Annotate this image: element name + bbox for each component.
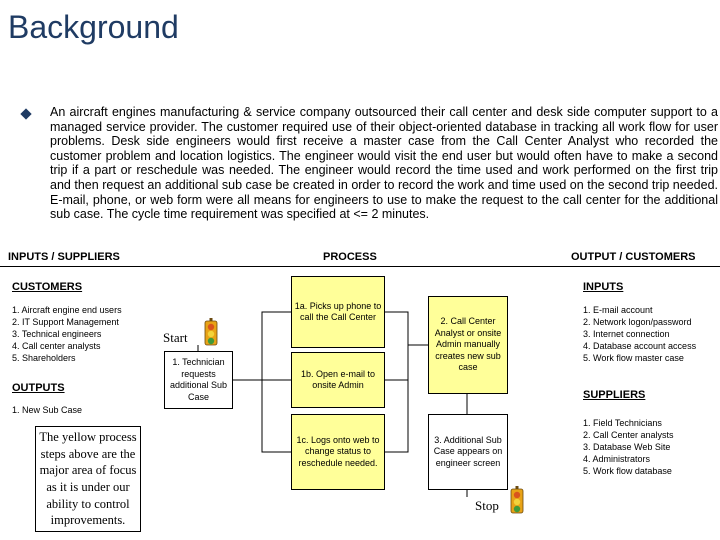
- outputs-list: 1. New Sub Case: [12, 404, 152, 416]
- stop-label: Stop: [475, 498, 499, 513]
- start-label: Start: [163, 330, 188, 345]
- traffic-light-icon: [204, 318, 218, 346]
- step-1a-box: 1a. Picks up phone to call the Call Cent…: [291, 276, 385, 348]
- output-customers-header: OUTPUT / CUSTOMERS: [571, 251, 696, 263]
- list-item: 4. Administrators: [583, 454, 651, 464]
- suppliers-title: SUPPLIERS: [583, 389, 646, 401]
- inputs-suppliers-header: INPUTS / SUPPLIERS: [8, 251, 120, 263]
- list-item: 3. Technical engineers: [12, 329, 102, 339]
- connector-step1-step1c: [261, 380, 291, 453]
- connector-step1a-step2: [385, 311, 428, 346]
- list-item: 5. Work flow master case: [583, 353, 684, 363]
- connector-step1c-step2: [385, 345, 409, 453]
- header-divider: [0, 266, 720, 267]
- customers-list: 1. Aircraft engine end users 2. IT Suppo…: [12, 304, 152, 364]
- list-item: 3. Internet connection: [583, 329, 670, 339]
- list-item: 1. Aircraft engine end users: [12, 305, 122, 315]
- step-2-box: 2. Call Center Analyst or onsite Admin m…: [428, 296, 508, 394]
- step-1c-box: 1c. Logs onto web to change status to re…: [291, 414, 385, 490]
- customers-title: CUSTOMERS: [12, 281, 83, 293]
- step-3-box: 3. Additional Sub Case appears on engine…: [428, 414, 508, 490]
- focus-note: The yellow process steps above are the m…: [35, 426, 141, 532]
- list-item: 2. Call Center analysts: [583, 430, 674, 440]
- outputs-title: OUTPUTS: [12, 382, 65, 394]
- step-1b-box: 1b. Open e-mail to onsite Admin: [291, 352, 385, 408]
- traffic-light-icon: [510, 486, 524, 514]
- inputs-title: INPUTS: [583, 281, 624, 293]
- list-item: 5. Shareholders: [12, 353, 76, 363]
- inputs-list: 1. E-mail account 2. Network logon/passw…: [583, 304, 718, 364]
- list-item: 2. Network logon/password: [583, 317, 692, 327]
- list-item: 4. Database account access: [583, 341, 697, 351]
- suppliers-list: 1. Field Technicians 2. Call Center anal…: [583, 417, 718, 477]
- connector-step1-step1a: [233, 311, 291, 381]
- list-item: 3. Database Web Site: [583, 442, 671, 452]
- list-item: 1. New Sub Case: [12, 405, 83, 415]
- list-item: 4. Call center analysts: [12, 341, 101, 351]
- process-header: PROCESS: [323, 251, 377, 263]
- background-paragraph: An aircraft engines manufacturing & serv…: [50, 105, 718, 222]
- list-item: 2. IT Support Management: [12, 317, 119, 327]
- list-item: 5. Work flow database: [583, 466, 672, 476]
- step-1-box: 1. Technician requests additional Sub Ca…: [164, 351, 233, 409]
- list-item: 1. Field Technicians: [583, 418, 662, 428]
- list-item: 1. E-mail account: [583, 305, 653, 315]
- page-title: Background: [8, 9, 179, 45]
